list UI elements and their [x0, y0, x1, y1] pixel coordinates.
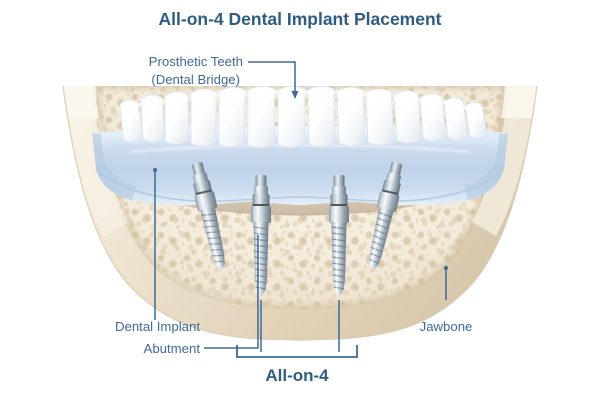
tooth — [443, 97, 469, 141]
tooth — [277, 85, 306, 149]
label-prosthetic-teeth-line1: Prosthetic Teeth — [149, 54, 243, 69]
jaw-right-cut-face — [501, 86, 537, 118]
tooth — [164, 91, 190, 145]
jaw-left-cut-face — [63, 86, 99, 118]
label-dental-implant-line2: Abutment — [144, 341, 201, 356]
bracket-all-on-4 — [236, 345, 358, 358]
leader-prosthetic-teeth — [248, 61, 296, 93]
leader-dot-jawbone — [444, 266, 448, 270]
bridge-left-flange — [92, 133, 136, 200]
label-all-on-4-bracket: All-on-4 — [265, 366, 329, 385]
bridge-lower-edge — [95, 169, 505, 202]
tooth — [218, 86, 246, 148]
jaw-outline — [62, 85, 538, 341]
implant-left-posterior — [192, 162, 225, 271]
leader-dot-left-jaw — [153, 168, 157, 172]
label-prosthetic-teeth-line2: (Dental Bridge) — [151, 72, 240, 87]
page-title: All-on-4 Dental Implant Placement — [159, 9, 442, 29]
leader-arrowhead — [291, 91, 299, 99]
tooth — [393, 90, 422, 144]
leader-dental-implant — [204, 235, 259, 349]
leader-lines-group — [154, 61, 447, 358]
prosthetic-teeth-group — [119, 85, 488, 149]
tooth — [307, 85, 336, 148]
tooth — [336, 86, 366, 147]
tooth — [365, 88, 395, 146]
tooth — [464, 101, 488, 140]
label-dental-implant-line1: Dental Implant — [115, 319, 200, 334]
label-jawbone: Jawbone — [420, 319, 473, 334]
tooth — [247, 85, 276, 149]
tooth — [190, 88, 217, 147]
implant-right-posterior — [369, 162, 402, 271]
bridge-right-flange — [464, 133, 508, 200]
tooth — [419, 93, 447, 142]
implant-right-anterior — [329, 175, 349, 297]
teeth-sheen — [123, 90, 479, 112]
